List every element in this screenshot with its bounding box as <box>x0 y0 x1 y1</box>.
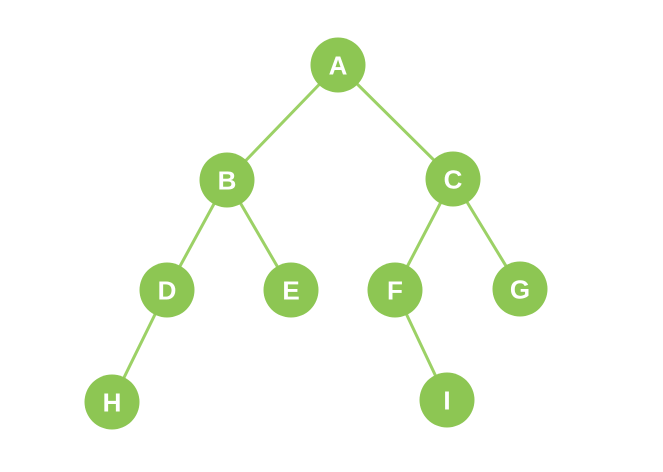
tree-node-H[interactable]: H <box>84 374 140 430</box>
tree-node-A[interactable]: A <box>310 37 366 93</box>
tree-node-circle-F[interactable] <box>367 262 423 318</box>
tree-node-circle-A[interactable] <box>310 37 366 93</box>
tree-node-circle-I[interactable] <box>419 372 475 428</box>
tree-node-G[interactable]: G <box>492 261 548 317</box>
tree-node-circle-C[interactable] <box>425 151 481 207</box>
tree-node-circle-G[interactable] <box>492 261 548 317</box>
tree-node-circle-H[interactable] <box>84 374 140 430</box>
tree-node-I[interactable]: I <box>419 372 475 428</box>
tree-node-circle-E[interactable] <box>263 262 319 318</box>
tree-node-C[interactable]: C <box>425 151 481 207</box>
tree-node-circle-B[interactable] <box>199 152 255 208</box>
tree-node-D[interactable]: D <box>139 262 195 318</box>
tree-node-B[interactable]: B <box>199 152 255 208</box>
tree-node-E[interactable]: E <box>263 262 319 318</box>
tree-node-F[interactable]: F <box>367 262 423 318</box>
tree-node-circle-D[interactable] <box>139 262 195 318</box>
